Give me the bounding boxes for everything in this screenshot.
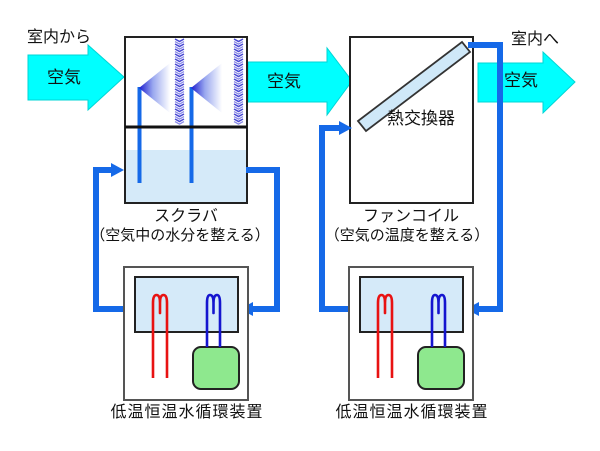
to-room-label: 室内へ [511,31,560,48]
air-label-middle: 空気 [267,72,301,91]
pipe-scrubber-return [246,167,280,312]
chiller-label-right: 低温恒温水循環装置 [335,404,489,421]
chilled-water-piping [93,42,503,312]
fancoil-label: ファンコイル [362,208,460,225]
arrowhead-into-fancoil-icon [339,121,352,135]
air-arrow-middle-icon [247,46,353,117]
pipe-fancoil-return [468,42,503,312]
scrubber-label: スクラバ [154,208,218,225]
pipe-fancoil-supply [319,125,362,312]
arrowhead-into-scrubber-icon [111,163,124,177]
scrubber-water [126,150,246,202]
scrubber-internals [125,38,247,202]
from-room-label: 室内から [27,29,92,46]
spray-nozzle-icon [139,63,170,113]
heat-exchanger-element [356,40,472,133]
chiller-unit-left [123,266,249,401]
air-label-inlet: 空気 [47,68,81,87]
fancoil-note: （空気の温度を整える） [324,227,490,244]
chiller-unit-right [347,265,475,402]
pipe-scrubber-supply [93,167,137,312]
demister-mesh-icon [174,38,185,125]
scrubber-note: （空気中の水分を整える） [90,227,270,244]
cooling-coil-icon [205,293,222,347]
air-flow-arrows [27,43,576,117]
pump-box [192,346,240,390]
chiller-water-bath [134,276,239,333]
air-label-outlet: 空気 [504,71,538,90]
heat-exchanger-label: 熱交換器 [387,109,455,128]
heating-coil-icon [151,293,169,378]
air-arrow-inlet-icon [27,43,125,112]
chiller-label-left: 低温恒温水循環装置 [110,404,264,421]
